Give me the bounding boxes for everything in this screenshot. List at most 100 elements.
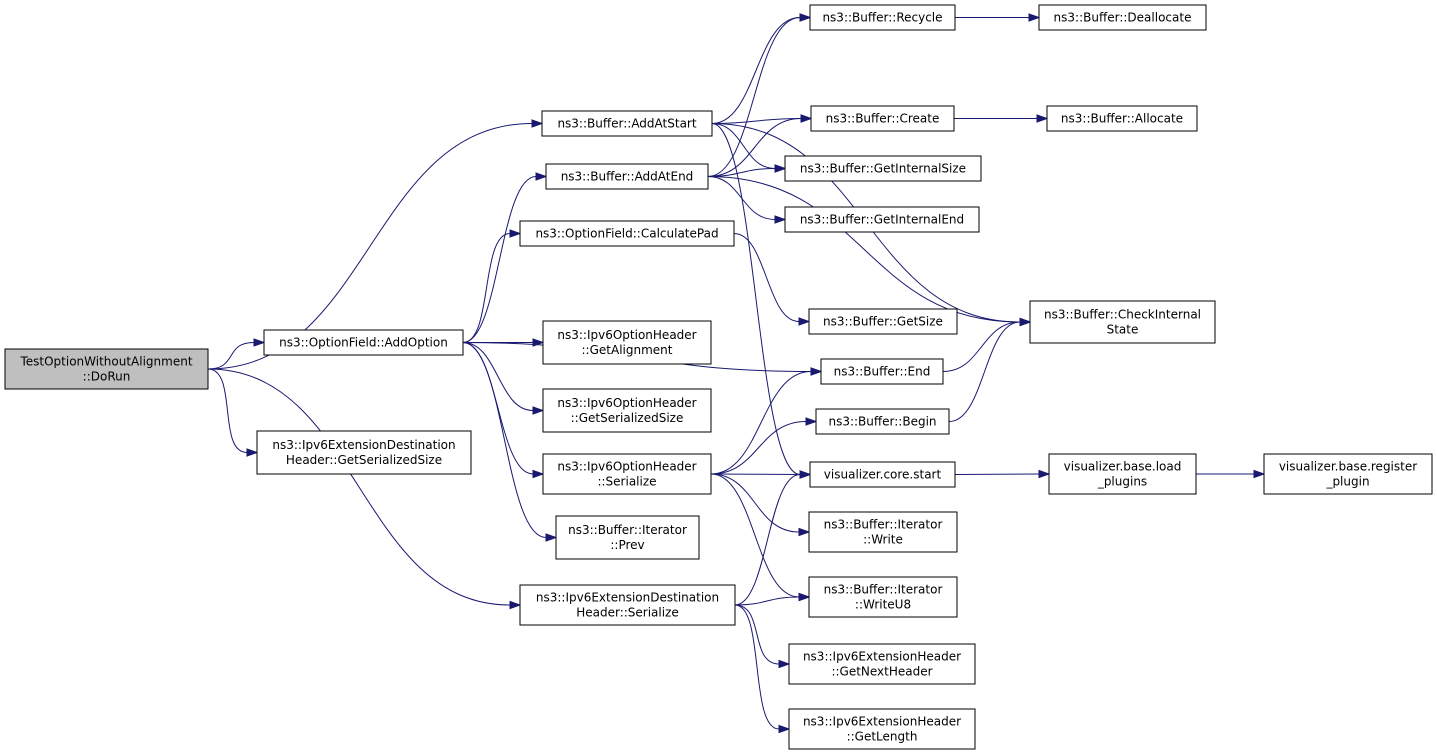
node-get-internal-end[interactable]: ns3::Buffer::GetInternalEnd: [784, 206, 980, 233]
node-box[interactable]: [519, 220, 735, 247]
node-box[interactable]: [519, 584, 736, 626]
node-box[interactable]: [808, 576, 958, 618]
edge-ext-dest-serialize-to-ext-get-next-header: [734, 604, 791, 669]
node-label: visualizer.core.start: [824, 468, 942, 482]
edge-ext-dest-serialize-to-ext-get-length: [734, 604, 791, 734]
edge-add-at-end-to-get-internal-end: [707, 176, 787, 224]
edge-add-at-start-to-recycle: [711, 13, 812, 124]
node-get-internal-size[interactable]: ns3::Buffer::GetInternalSize: [784, 155, 982, 182]
node-add-at-start[interactable]: ns3::Buffer::AddAtStart: [541, 110, 713, 137]
node-box[interactable]: [263, 329, 464, 356]
edge-line: [462, 233, 511, 343]
node-box[interactable]: [784, 155, 982, 182]
edge-ext-dest-serialize-to-iter-write-u8: [734, 592, 811, 606]
node-box[interactable]: [1048, 453, 1197, 495]
node-opt-get-alignment[interactable]: ns3::Ipv6OptionHeader::GetAlignment: [542, 320, 712, 365]
node-box[interactable]: [1029, 300, 1216, 344]
edge-add-option-to-calc-pad: [462, 229, 522, 343]
node-recycle[interactable]: ns3::Buffer::Recycle: [809, 4, 956, 31]
edge-line: [733, 233, 800, 322]
node-box[interactable]: [542, 388, 712, 433]
node-get-size[interactable]: ns3::Buffer::GetSize: [808, 308, 958, 335]
arrowhead-icon: [799, 13, 812, 22]
edge-add-at-end-to-recycle: [707, 13, 812, 177]
edge-root-to-add-at-start: [207, 119, 544, 370]
node-box[interactable]: [810, 105, 955, 132]
node-end[interactable]: ns3::Buffer::End: [820, 358, 944, 385]
node-box[interactable]: [809, 461, 956, 488]
node-vis-load-plugins[interactable]: visualizer.base.load_plugins: [1048, 453, 1197, 495]
edge-line: [734, 604, 780, 730]
node-box[interactable]: [808, 511, 958, 553]
arrowhead-icon: [509, 600, 522, 610]
edge-line: [954, 473, 1040, 475]
node-box[interactable]: [4, 348, 209, 390]
node-add-option[interactable]: ns3::OptionField::AddOption: [263, 329, 464, 356]
node-box[interactable]: [808, 308, 958, 335]
edge-vis-start-to-vis-load-plugins: [954, 469, 1051, 479]
node-add-at-end[interactable]: ns3::Buffer::AddAtEnd: [545, 163, 709, 190]
node-label: ns3::Buffer::Allocate: [1061, 112, 1183, 126]
node-ext-get-next-header[interactable]: ns3::Ipv6ExtensionHeader::GetNextHeader: [788, 643, 976, 685]
node-box[interactable]: [788, 708, 976, 750]
node-ext-dest-serialize[interactable]: ns3::Ipv6ExtensionDestinationHeader::Ser…: [519, 584, 736, 626]
node-label: ns3::Ipv6ExtensionHeader: [803, 715, 961, 729]
node-box[interactable]: [788, 643, 976, 685]
arrowhead-icon: [545, 533, 558, 542]
edge-line: [711, 123, 776, 169]
edge-opt-serialize-to-iter-write-u8: [710, 473, 811, 602]
edge-line: [711, 118, 802, 124]
node-label: ns3::Ipv6ExtensionDestination: [272, 438, 455, 452]
node-ext-dest-size[interactable]: ns3::Ipv6ExtensionDestinationHeader::Get…: [256, 430, 472, 475]
node-create[interactable]: ns3::Buffer::Create: [810, 105, 955, 132]
node-box[interactable]: [1263, 453, 1433, 495]
arrowhead-icon: [1253, 469, 1266, 479]
node-box[interactable]: [542, 320, 712, 365]
node-calc-pad[interactable]: ns3::OptionField::CalculatePad: [519, 220, 735, 247]
edge-ext-dest-serialize-to-vis-start: [734, 470, 812, 606]
node-opt-get-size[interactable]: ns3::Ipv6OptionHeader::GetSerializedSize: [542, 388, 712, 433]
arrowhead-icon: [253, 338, 266, 347]
arrowhead-icon: [532, 406, 545, 415]
node-deallocate[interactable]: ns3::Buffer::Deallocate: [1038, 4, 1207, 31]
node-iter-write-u8[interactable]: ns3::Buffer::Iterator::WriteU8: [808, 576, 958, 618]
node-iter-prev[interactable]: ns3::Buffer::Iterator::Prev: [555, 515, 700, 560]
node-opt-serialize[interactable]: ns3::Ipv6OptionHeader::Serialize: [542, 453, 712, 495]
edge-line: [711, 17, 801, 124]
edge-add-option-to-add-at-end: [462, 172, 548, 343]
node-box[interactable]: [555, 515, 700, 560]
edge-line: [207, 342, 255, 370]
node-label: ns3::Ipv6ExtensionHeader: [803, 650, 961, 664]
node-label: ns3::Buffer::GetSize: [823, 315, 943, 329]
arrowhead-icon: [798, 317, 811, 326]
node-box[interactable]: [815, 408, 950, 435]
edge-opt-serialize-to-end: [710, 367, 823, 475]
node-vis-start[interactable]: visualizer.core.start: [809, 461, 956, 488]
node-iter-write[interactable]: ns3::Buffer::Iterator::Write: [808, 511, 958, 553]
node-ext-get-length[interactable]: ns3::Ipv6ExtensionHeader::GetLength: [788, 708, 976, 750]
node-box[interactable]: [545, 163, 709, 190]
node-box[interactable]: [1038, 4, 1207, 31]
node-box[interactable]: [541, 110, 713, 137]
edge-line: [734, 596, 800, 606]
node-box[interactable]: [784, 206, 980, 233]
edge-line: [710, 473, 800, 533]
node-box[interactable]: [542, 453, 712, 495]
node-allocate[interactable]: ns3::Buffer::Allocate: [1046, 105, 1198, 132]
node-begin[interactable]: ns3::Buffer::Begin: [815, 408, 950, 435]
node-label: ::WriteU8: [855, 598, 911, 612]
node-box[interactable]: [820, 358, 944, 385]
node-root[interactable]: TestOptionWithoutAlignment::DoRun: [4, 348, 209, 390]
node-box[interactable]: [809, 4, 956, 31]
edge-line: [942, 321, 1021, 372]
node-box[interactable]: [1046, 105, 1198, 132]
arrowhead-icon: [805, 417, 818, 426]
node-label: Header::Serialize: [576, 606, 679, 620]
arrowhead-icon: [509, 229, 522, 238]
node-label: ::GetLength: [847, 730, 918, 744]
node-vis-register-plugin[interactable]: visualizer.base.register_plugin: [1263, 453, 1433, 495]
edge-root-to-add-option: [207, 338, 266, 370]
edge-line: [710, 371, 812, 475]
node-box[interactable]: [256, 430, 472, 475]
